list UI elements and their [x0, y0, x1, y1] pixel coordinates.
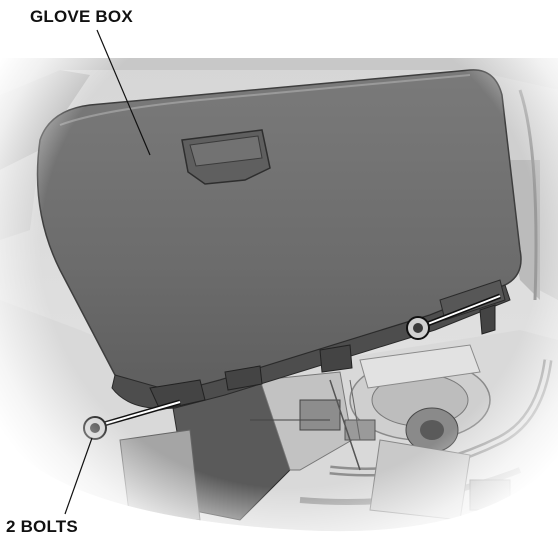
- bolts-leader-line: [64, 437, 93, 515]
- glove-box-callout: GLOVE BOX: [30, 7, 133, 26]
- glove-box-leader-line: [96, 29, 151, 156]
- bolts-callout: 2 BOLTS: [6, 517, 78, 536]
